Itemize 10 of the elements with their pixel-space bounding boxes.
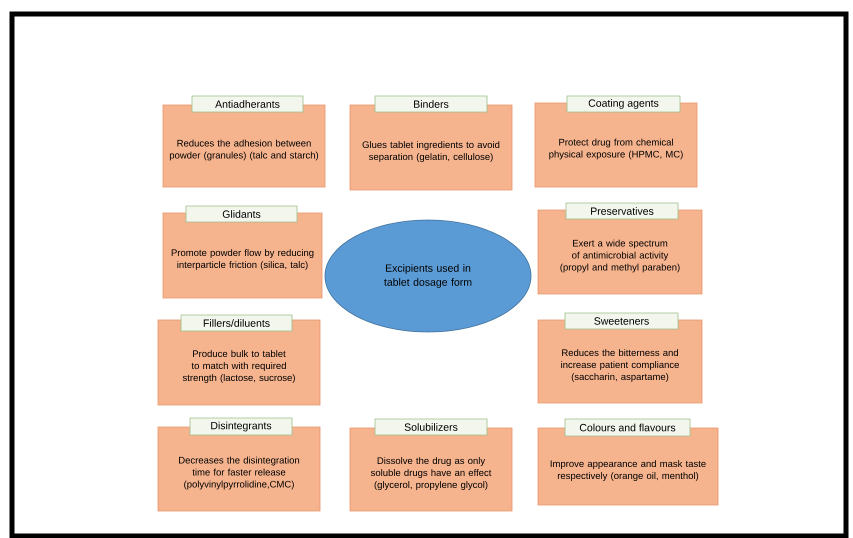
- excipient-box: Sweeteners Reduces the bitterness and increase patient compliance (saccharin, aspartame): [538, 312, 702, 404]
- excipient-box: Fillers/diluents Produce bulk to tablet to match with required strength (lactose, sucrose): [158, 314, 320, 406]
- excipient-box: Disintegrants Decreases the disintegration time for faster release (polyvinylpyrrolidine,CMC): [158, 418, 320, 512]
- excipient-box: Preservatives Exert a wide spectrum of antimicrobial activity (propyl and methyl paraben): [538, 202, 702, 294]
- excipient-box: Antiadherants Reduces the adhesion between powder (granules) (talc and starch): [162, 96, 326, 188]
- excipient-box: Solubilizers Dissolve the drug as only soluble drugs have an effect (glycerol, propylene glycol): [350, 418, 512, 512]
- excipient-box: Binders Glues tablet ingredients to avoid separation (gelatin, cellulose): [350, 96, 512, 190]
- excipient-box: Colours and flavours Improve appearance and mask taste respectively (orange oil, menthol): [538, 418, 718, 506]
- excipient-box: Glidants Promote powder flow by reducing interparticle friction (silica, talc): [162, 206, 322, 298]
- excipient-box: Coating agents Protect drug from chemical physical exposure (HPMC, MC): [534, 96, 698, 188]
